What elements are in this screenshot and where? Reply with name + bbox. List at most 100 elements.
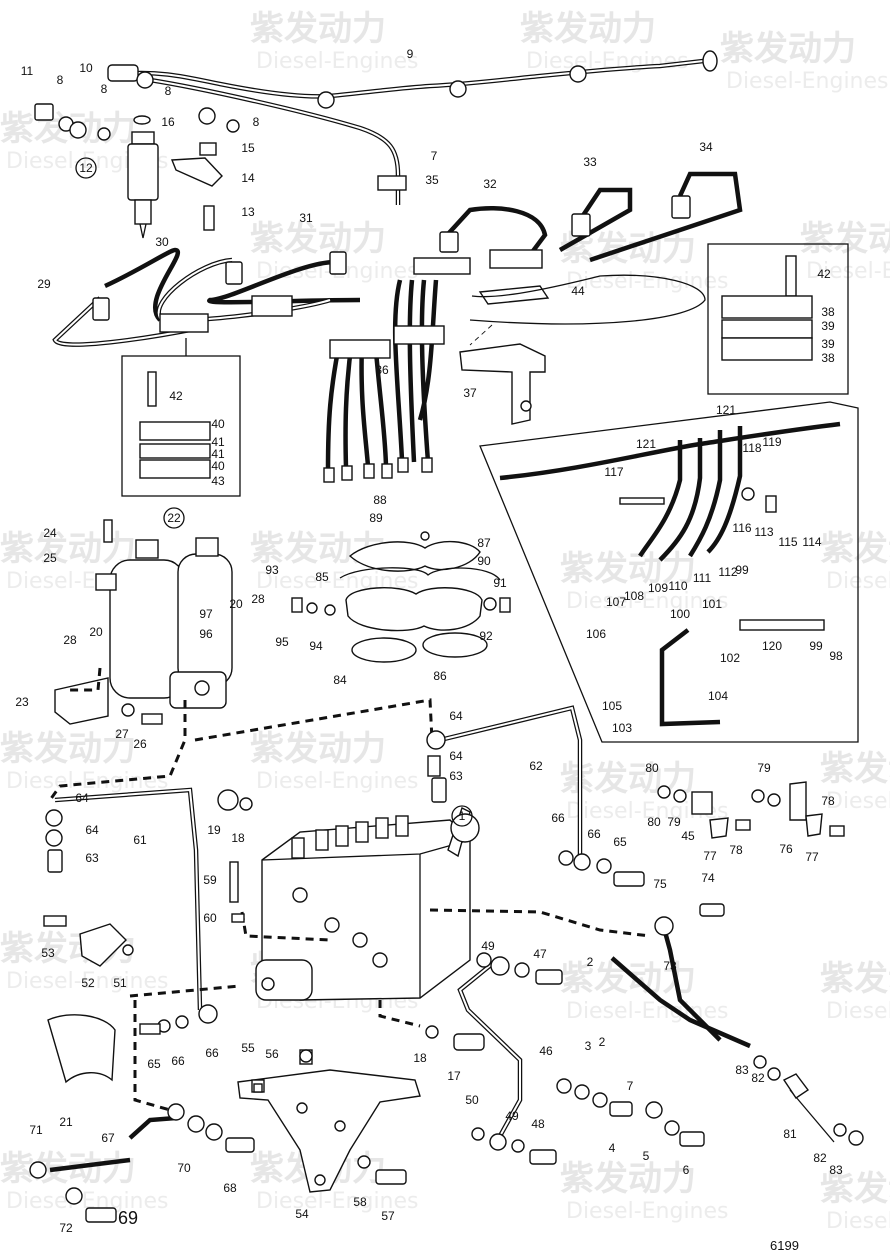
watermark-sub-text: Diesel-Engines — [6, 969, 169, 994]
watermark-sub-text: Diesel-Engines — [826, 789, 890, 814]
callout-label: 47 — [533, 947, 547, 961]
callout-label: 40 — [211, 459, 225, 473]
callout-label: 8 — [57, 73, 64, 87]
callout-label: 67 — [101, 1131, 115, 1145]
callout-label: 69 — [118, 1208, 138, 1228]
callout-label: 34 — [699, 140, 713, 154]
watermark-sub-text: Diesel-Engines — [6, 769, 169, 794]
callout-label: 54 — [295, 1207, 309, 1221]
watermark-logo-text: 紫发动力 — [820, 749, 890, 789]
injection-pump — [255, 807, 471, 1001]
callout-label: 85 — [315, 570, 329, 584]
callout-label: 59 — [203, 873, 217, 887]
callout-label: 107 — [606, 595, 626, 609]
watermark-sub-text: Diesel-Engines — [566, 999, 729, 1024]
callout-label: 64 — [75, 791, 89, 805]
watermark-sub-text: Diesel-Engines — [566, 269, 729, 294]
callout-label: 51 — [113, 976, 127, 990]
callout-label: 22 — [167, 511, 181, 525]
callout-label: 1 — [459, 809, 466, 823]
watermark-logo-text: 紫发动力 — [820, 1169, 890, 1209]
callout-label: 41 — [211, 435, 225, 449]
fuel-lines — [49, 705, 835, 1173]
callout-label: 50 — [465, 1093, 479, 1107]
callout-label: 99 — [735, 563, 749, 577]
callout-label: 82 — [813, 1151, 827, 1165]
callout-label: 66 — [587, 827, 601, 841]
callout-label: 27 — [115, 727, 129, 741]
callout-label: 63 — [85, 851, 99, 865]
callout-label: 81 — [783, 1127, 797, 1141]
callout-label: 2 — [587, 955, 594, 969]
callout-label: 121 — [716, 403, 736, 417]
callout-label: 8 — [101, 82, 108, 96]
callout-circle — [75, 157, 97, 179]
callout-label: 52 — [81, 976, 95, 990]
callout-label: 65 — [147, 1057, 161, 1071]
callout-label: 91 — [493, 576, 507, 590]
hardware-items — [29, 730, 864, 1223]
callout-label: 66 — [551, 811, 565, 825]
callout-label: 86 — [433, 669, 447, 683]
callout-label: 64 — [85, 823, 99, 837]
callout-label: 36 — [375, 363, 389, 377]
callout-label: 32 — [483, 177, 497, 191]
callout-label: 48 — [531, 1117, 545, 1131]
bracket-37 — [459, 274, 706, 425]
callout-label: 108 — [624, 589, 644, 603]
watermark-logo-text: 紫发动力 — [520, 9, 656, 49]
injector-assembly — [34, 64, 240, 239]
callout-label: 78 — [729, 843, 743, 857]
callout-label: 92 — [479, 629, 493, 643]
callout-label: 83 — [829, 1163, 843, 1177]
callout-label: 115 — [778, 535, 797, 549]
callout-label: 28 — [63, 633, 77, 647]
callout-label: 23 — [15, 695, 29, 709]
callout-label: 121 — [636, 437, 656, 451]
watermark-sub-text: Diesel-Engines — [566, 589, 729, 614]
callout-label: 87 — [477, 536, 491, 550]
callout-label: 80 — [647, 815, 661, 829]
clamp-detail-box-right — [707, 243, 849, 395]
callout-label: 26 — [133, 737, 147, 751]
callout-label: 110 — [668, 579, 687, 593]
callout-label: 9 — [407, 47, 414, 61]
callout-label: 39 — [821, 337, 835, 351]
callout-label: 11 — [21, 64, 34, 78]
callout-label: 60 — [203, 911, 217, 925]
callout-label: 66 — [171, 1054, 185, 1068]
callout-label: 106 — [586, 627, 606, 641]
callout-label: 70 — [177, 1161, 191, 1175]
watermark-logo-text: 紫发动力 — [560, 1159, 696, 1199]
callout-label: 113 — [754, 525, 773, 539]
callout-label: 8 — [253, 115, 260, 129]
callout-label: 8 — [165, 84, 172, 98]
callout-label: 45 — [681, 829, 695, 843]
callout-label: 43 — [211, 474, 225, 488]
return-line-detail-frame — [479, 401, 859, 743]
callout-label: 104 — [708, 689, 728, 703]
callout-label: 62 — [529, 759, 543, 773]
watermark-sub-text: Diesel-Engines — [256, 1189, 419, 1214]
callout-label: 98 — [829, 649, 843, 663]
callout-label: 71 — [29, 1123, 43, 1137]
drawing-number: 6199 — [770, 1238, 799, 1253]
watermark-logo-text: 紫发动力 — [820, 529, 890, 569]
callout-label: 66 — [205, 1046, 219, 1060]
callout-label: 105 — [602, 699, 622, 713]
callout-label: 40 — [211, 417, 225, 431]
callout-label: 3 — [585, 1039, 592, 1053]
callout-label: 15 — [241, 141, 255, 155]
callout-label: 44 — [571, 284, 585, 298]
callout-label: 90 — [477, 554, 491, 568]
callout-label: 80 — [645, 761, 659, 775]
callout-label: 18 — [413, 1051, 427, 1065]
callout-label: 117 — [604, 465, 623, 479]
callout-label: 96 — [199, 627, 213, 641]
callout-label: 102 — [720, 651, 740, 665]
watermark-logo-text: 紫发动力 — [250, 219, 386, 259]
callout-label: 111 — [693, 571, 712, 585]
watermark-logo-text: 紫发动力 — [0, 529, 136, 569]
